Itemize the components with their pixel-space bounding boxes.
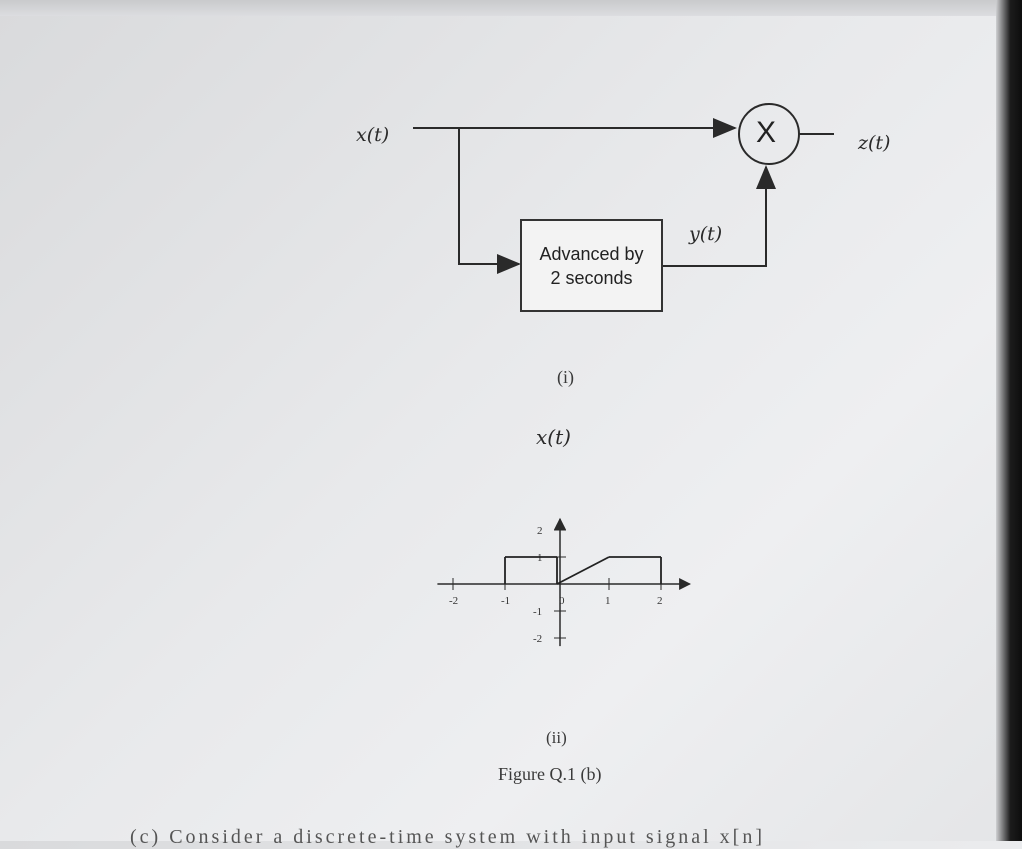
block-line-2: 2 seconds [550, 267, 633, 288]
x-tick-label: -2 [449, 595, 458, 607]
x-tick-label: 0 [559, 595, 565, 607]
delay-output-line [663, 165, 776, 267]
signal-plot: -2 -1 0 1 2 2 1 -1 -2 [437, 517, 692, 647]
signal-segment [556, 556, 610, 585]
paper-page: x(t) z(t) y(t) X Advanced by 2 seconds (… [130, 103, 891, 848]
advance-block: Advanced by 2 seconds [520, 219, 663, 312]
footer-text: (c) Consider a discrete-time system with… [130, 826, 766, 848]
input-label: x(t) [356, 124, 390, 146]
screen-edge [996, 0, 1022, 841]
diagram-caption: (i) [557, 367, 574, 387]
multiplier-symbol: X [756, 116, 777, 149]
intermediate-label: y(t) [689, 223, 723, 245]
figure-caption: Figure Q.1 (b) [498, 764, 602, 784]
y-tick-label: 2 [537, 525, 543, 537]
block-line-1: Advanced by [539, 243, 644, 264]
block-diagram [413, 103, 834, 274]
y-tick-label: -2 [533, 633, 542, 645]
x-tick-label: 1 [605, 595, 611, 607]
page-top-edge [0, 0, 1022, 16]
plot-caption: (ii) [546, 728, 567, 747]
x-tick-label: -1 [501, 595, 510, 607]
plot-title: x(t) [536, 425, 571, 449]
y-tick-label: 1 [537, 552, 543, 564]
output-label: z(t) [858, 132, 891, 154]
x-tick-label: 2 [657, 595, 663, 607]
y-tick-label: -1 [533, 606, 542, 618]
branch-line [458, 128, 521, 274]
